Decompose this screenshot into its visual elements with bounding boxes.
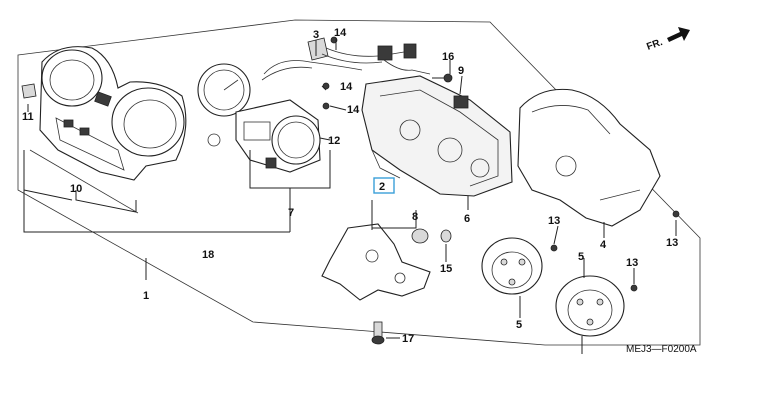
bolt-part-17 [371,321,385,345]
callout-2: 2 [379,181,385,193]
callout-13b: 13 [666,237,678,249]
callout-18: 18 [202,249,214,261]
callout-11: 11 [22,111,34,123]
callout-14b: 14 [340,81,353,93]
meter-cup-part-5a [481,237,543,295]
relay-part-9 [453,95,469,109]
rear-cover-part-4 [517,88,680,227]
assembly-frame [17,19,701,346]
callout-1: 1 [143,290,149,302]
front-direction-indicator: FR. [645,27,690,53]
callout-13a: 13 [548,215,560,227]
callout-16: 16 [442,51,454,63]
reference-code: MEJ3—F0200A [626,344,697,355]
callout-6: 6 [464,213,470,225]
stay-bracket-part-2 [321,223,431,301]
wire-harness-part-3 [307,37,431,75]
collar-part-15 [440,229,452,243]
screw-part-13 [550,244,638,292]
front-arrow-icon [667,27,690,42]
callout-17: 17 [402,333,414,345]
meter-cup-part-5b [555,275,625,337]
callout-14c: 14 [347,104,360,116]
callout-12: 12 [328,135,340,147]
meter-visor-part [39,46,187,181]
callout-4: 4 [600,239,607,251]
callout-2-highlight [373,177,395,194]
leader-lines [23,38,677,354]
meter-assembly-part [197,60,363,173]
callout-labels: 1 2 3 4 5 5 6 7 8 9 10 11 12 13 13 13 14… [22,27,678,345]
screw-part-16 [432,73,453,83]
callout-5a: 5 [516,319,522,331]
callout-9: 9 [458,65,464,77]
grommet-part-11 [21,83,37,99]
direction-label: FR. [645,37,664,53]
callout-10: 10 [70,183,82,195]
grommet-part-8 [411,228,429,244]
meter-case-part-6 [361,75,513,197]
callout-5b: 5 [578,251,584,263]
callout-3: 3 [313,29,319,41]
callout-13c: 13 [626,257,638,269]
callout-14a: 14 [334,27,347,39]
callout-7: 7 [288,207,294,219]
callout-15: 15 [440,263,452,275]
callout-8: 8 [412,211,418,223]
